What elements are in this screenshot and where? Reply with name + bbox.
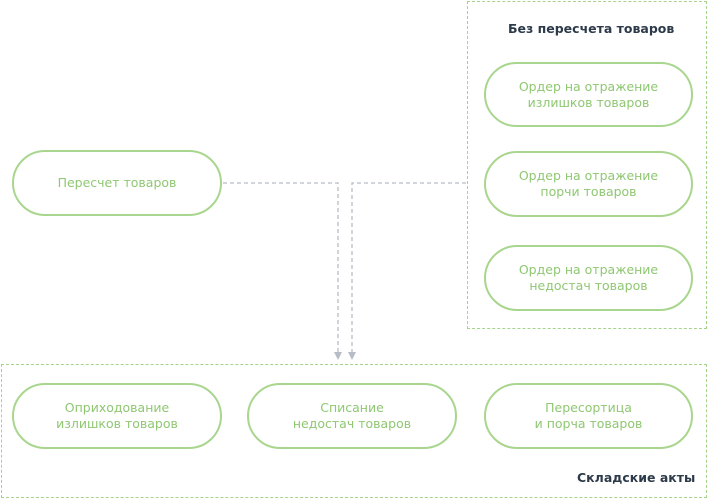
node-order-damage: Ордер на отражение порчи товаров — [484, 151, 693, 217]
connector-orders-to-acts — [348, 182, 466, 360]
group-without-recount — [467, 1, 707, 329]
node-order-shortage: Ордер на отражение недостач товаров — [484, 245, 693, 311]
node-regrade-damage: Пересортица и порча товаров — [484, 383, 693, 449]
node-order-surplus: Ордер на отражение излишков товаров — [484, 62, 693, 127]
node-writeoff-shortage: Списание недостач товаров — [247, 383, 457, 449]
connector-recount-to-acts — [223, 182, 342, 360]
group-warehouse-acts — [1, 364, 707, 498]
group-without-recount-label: Без пересчета товаров — [508, 21, 675, 36]
node-receipt-surplus: Оприходование излишков товаров — [12, 383, 222, 449]
group-warehouse-acts-label: Складские акты — [577, 470, 696, 485]
node-recount: Пересчет товаров — [12, 150, 222, 216]
